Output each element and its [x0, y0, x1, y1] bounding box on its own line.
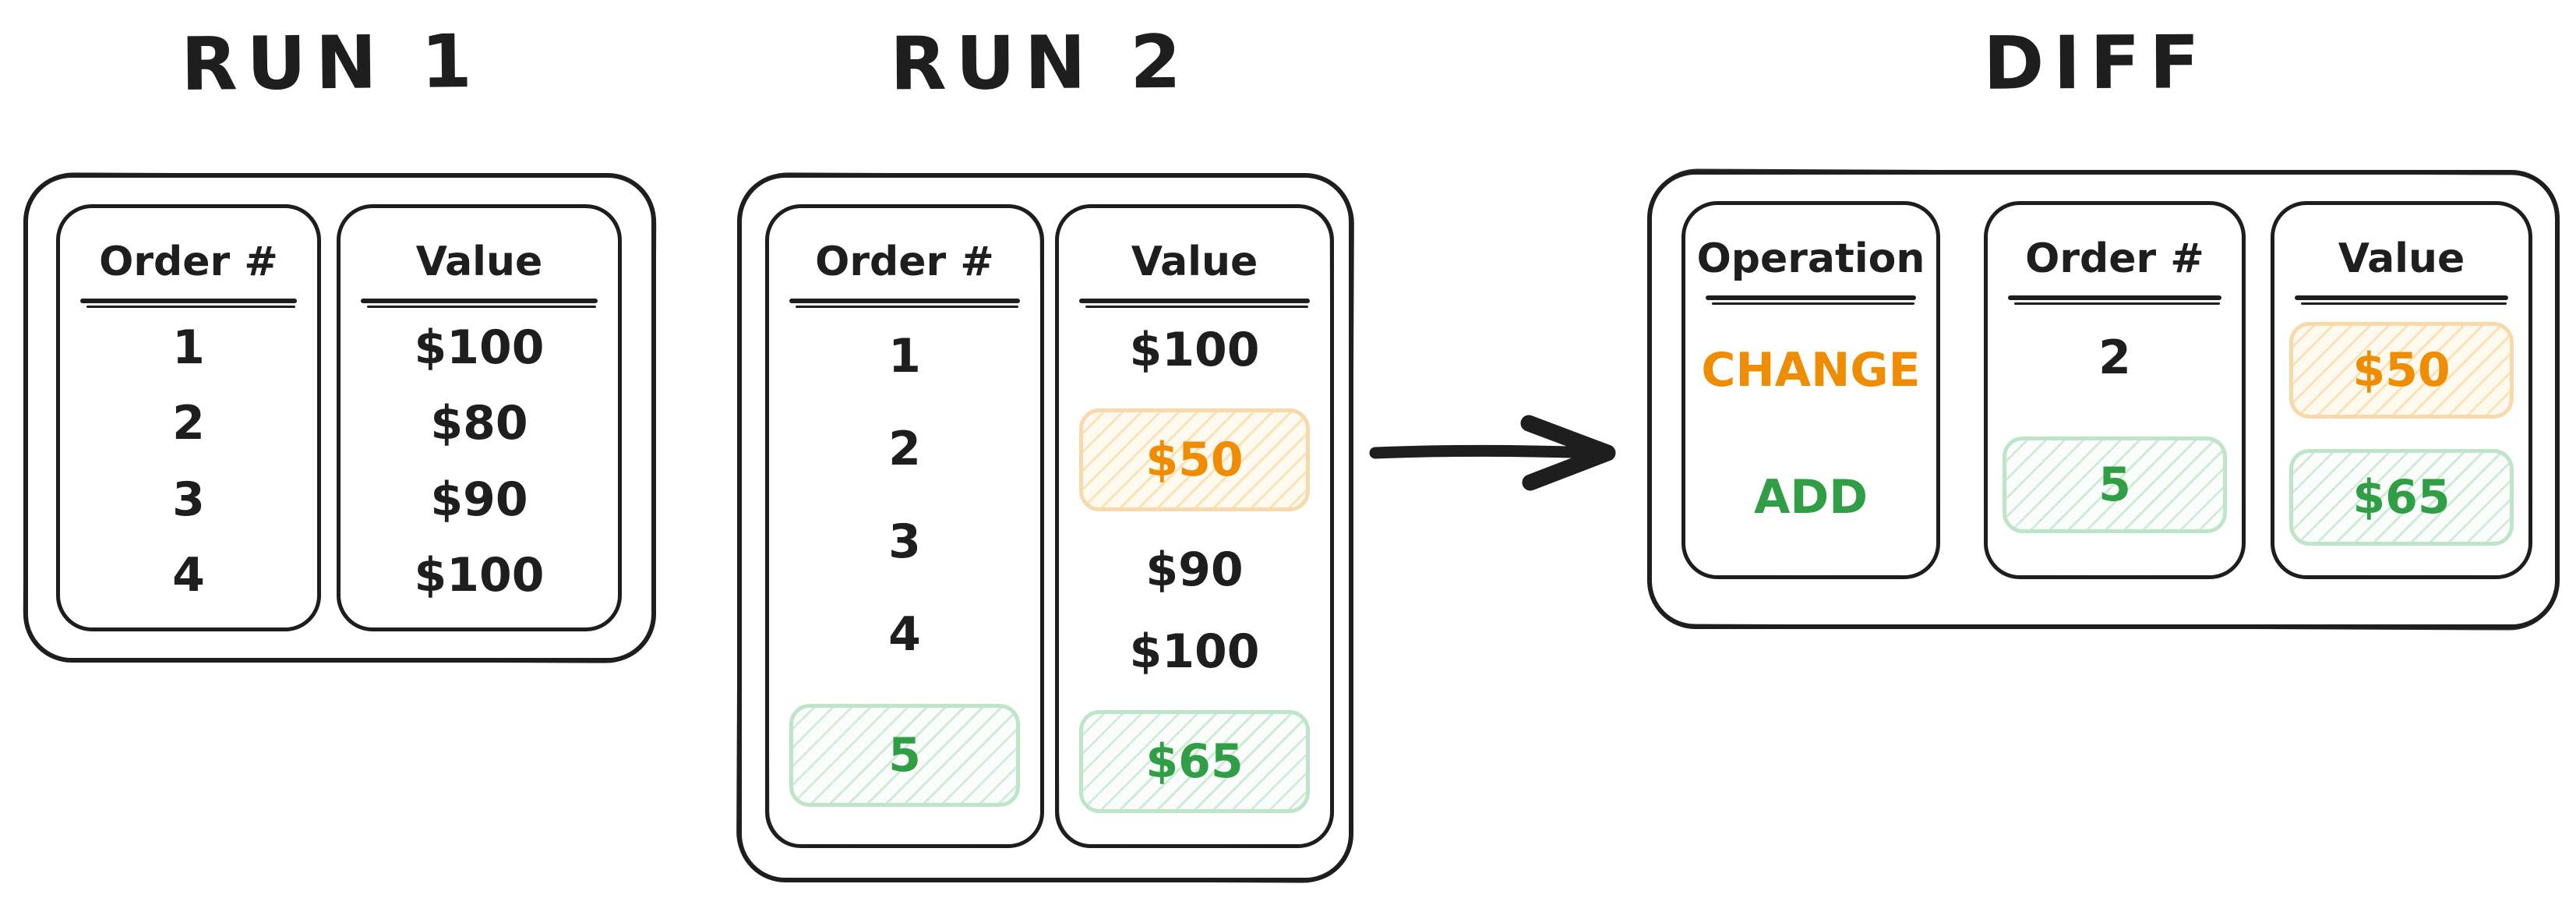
- diff-value-column: Value $50 $65: [2271, 201, 2532, 579]
- highlight-box-changed-value: $50: [1079, 408, 1310, 512]
- cell-value: 4: [172, 548, 205, 603]
- run1-order-column: Order # 1 2 3 4: [56, 204, 321, 631]
- cell-value: $100: [414, 548, 545, 603]
- column-header: Operation: [1696, 235, 1925, 282]
- right-arrow-icon: [1369, 415, 1616, 491]
- column-rows: $100 $50 $90 $100 $65: [1059, 303, 1330, 844]
- highlight-box-changed-value: $50: [2289, 321, 2514, 419]
- column-header: Order #: [2025, 235, 2204, 282]
- cell-value: 4: [888, 607, 921, 663]
- cell-value: $80: [430, 396, 528, 451]
- cell-value: 3: [172, 472, 205, 527]
- run1-title: RUN 1: [180, 19, 482, 108]
- cell-value: 3: [888, 514, 921, 569]
- header-underline: [2008, 295, 2221, 305]
- cell-value: 2: [888, 421, 921, 476]
- highlight-box-added-value: $65: [1079, 709, 1310, 813]
- cell-value: $100: [1129, 323, 1260, 378]
- column-header: Value: [2338, 235, 2465, 282]
- header-underline: [80, 299, 297, 308]
- diff-table: [1647, 170, 2560, 629]
- header-underline: [361, 299, 598, 308]
- run1-table: [23, 173, 656, 663]
- diff-operation-column: Operation CHANGE ADD: [1681, 201, 1940, 579]
- column-rows: 1 2 3 4 5: [769, 303, 1040, 844]
- highlight-box-added-order: 5: [2003, 437, 2227, 534]
- column-rows: 1 2 3 4: [60, 303, 317, 627]
- column-header: Order #: [815, 239, 994, 285]
- column-rows: CHANGE ADD: [1685, 300, 1936, 575]
- header-underline: [1079, 299, 1310, 308]
- header-underline: [2295, 295, 2508, 305]
- cell-value: $90: [1145, 542, 1244, 597]
- cell-value: 2: [172, 396, 205, 451]
- cell-value: $100: [1129, 624, 1260, 679]
- header-underline: [789, 299, 1020, 308]
- highlight-box-added-order: 5: [789, 704, 1020, 808]
- run1-value-column: Value $100 $80 $90 $100: [337, 204, 622, 631]
- column-rows: $50 $65: [2274, 300, 2528, 575]
- cell-value: $100: [414, 320, 545, 375]
- diff-title: DIFF: [1982, 20, 2209, 107]
- operation-change-label: CHANGE: [1701, 342, 1921, 398]
- run2-value-column: Value $100 $50 $90 $100 $65: [1055, 204, 1334, 848]
- cell-value: 2: [2098, 330, 2131, 385]
- run2-title: RUN 2: [889, 19, 1191, 108]
- header-underline: [1706, 295, 1916, 305]
- cell-value: $90: [430, 472, 528, 527]
- column-header: Value: [415, 239, 543, 285]
- column-rows: 2 5: [1988, 300, 2242, 575]
- operation-add-label: ADD: [1753, 470, 1868, 525]
- run2-order-column: Order # 1 2 3 4 5: [765, 204, 1044, 848]
- column-header: Value: [1131, 239, 1258, 285]
- cell-value: 1: [172, 320, 205, 375]
- highlight-box-added-value: $65: [2289, 449, 2514, 546]
- column-rows: $100 $80 $90 $100: [341, 303, 618, 627]
- column-header: Order #: [99, 239, 278, 285]
- diff-order-column: Order # 2 5: [1984, 201, 2246, 579]
- cell-value: 1: [888, 328, 921, 384]
- run2-table: [737, 173, 1353, 882]
